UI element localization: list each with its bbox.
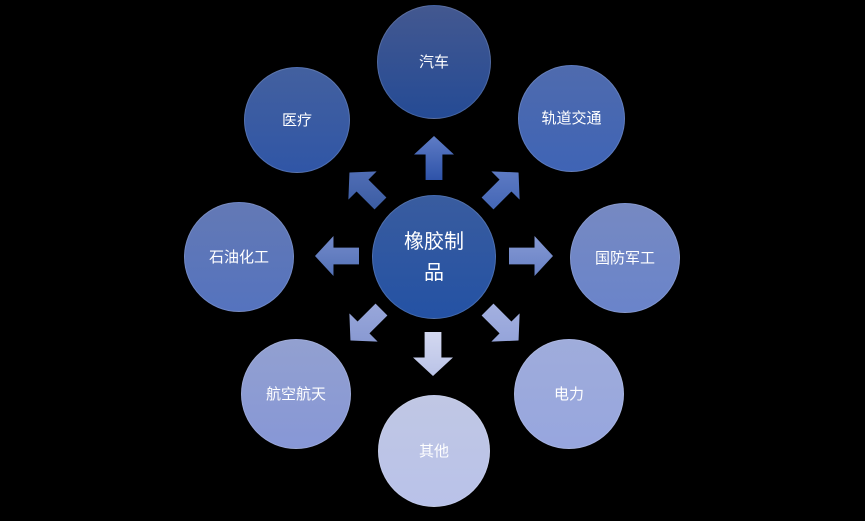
arrow-up-icon — [414, 136, 454, 180]
arrow-down-left-icon — [336, 295, 395, 354]
node-defense-military-label: 国防军工 — [594, 248, 655, 267]
arrow-down-right-icon — [473, 295, 532, 354]
node-defense-military: 国防军工 — [570, 203, 680, 313]
node-petrochemical: 石油化工 — [184, 202, 294, 312]
node-rail-transit: 轨道交通 — [518, 65, 625, 172]
arrow-up-right-icon — [473, 158, 532, 217]
node-aerospace-label: 航空航天 — [265, 384, 326, 403]
node-electric-power: 电力 — [514, 339, 624, 449]
node-other-label: 其他 — [418, 441, 449, 460]
arrow-down-icon — [413, 332, 453, 376]
arrow-left-icon — [315, 236, 359, 276]
node-rubber-products: 橡胶制品 — [372, 195, 496, 319]
node-petrochemical-label: 石油化工 — [208, 247, 269, 266]
arrow-right-icon — [509, 236, 553, 276]
node-other: 其他 — [378, 395, 490, 507]
node-electric-power-label: 电力 — [553, 384, 584, 403]
node-aerospace: 航空航天 — [241, 339, 351, 449]
node-medical-label: 医疗 — [281, 110, 312, 129]
node-automotive-label: 汽车 — [418, 52, 449, 71]
node-rail-transit-label: 轨道交通 — [541, 109, 602, 127]
arrow-up-left-icon — [335, 158, 394, 217]
node-medical: 医疗 — [244, 67, 350, 173]
node-rubber-products-label: 橡胶制品 — [404, 229, 464, 284]
node-automotive: 汽车 — [377, 5, 491, 119]
